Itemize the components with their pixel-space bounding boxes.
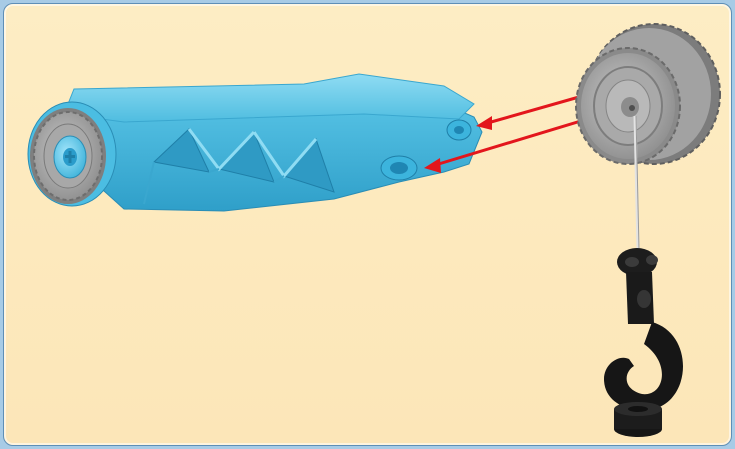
assembly-scene: [4, 4, 731, 445]
arrow-upper: [484, 97, 579, 124]
arm-gear: [30, 108, 106, 204]
instruction-panel: [3, 3, 732, 446]
hook: [604, 248, 683, 437]
gear-wheel: [576, 24, 720, 164]
